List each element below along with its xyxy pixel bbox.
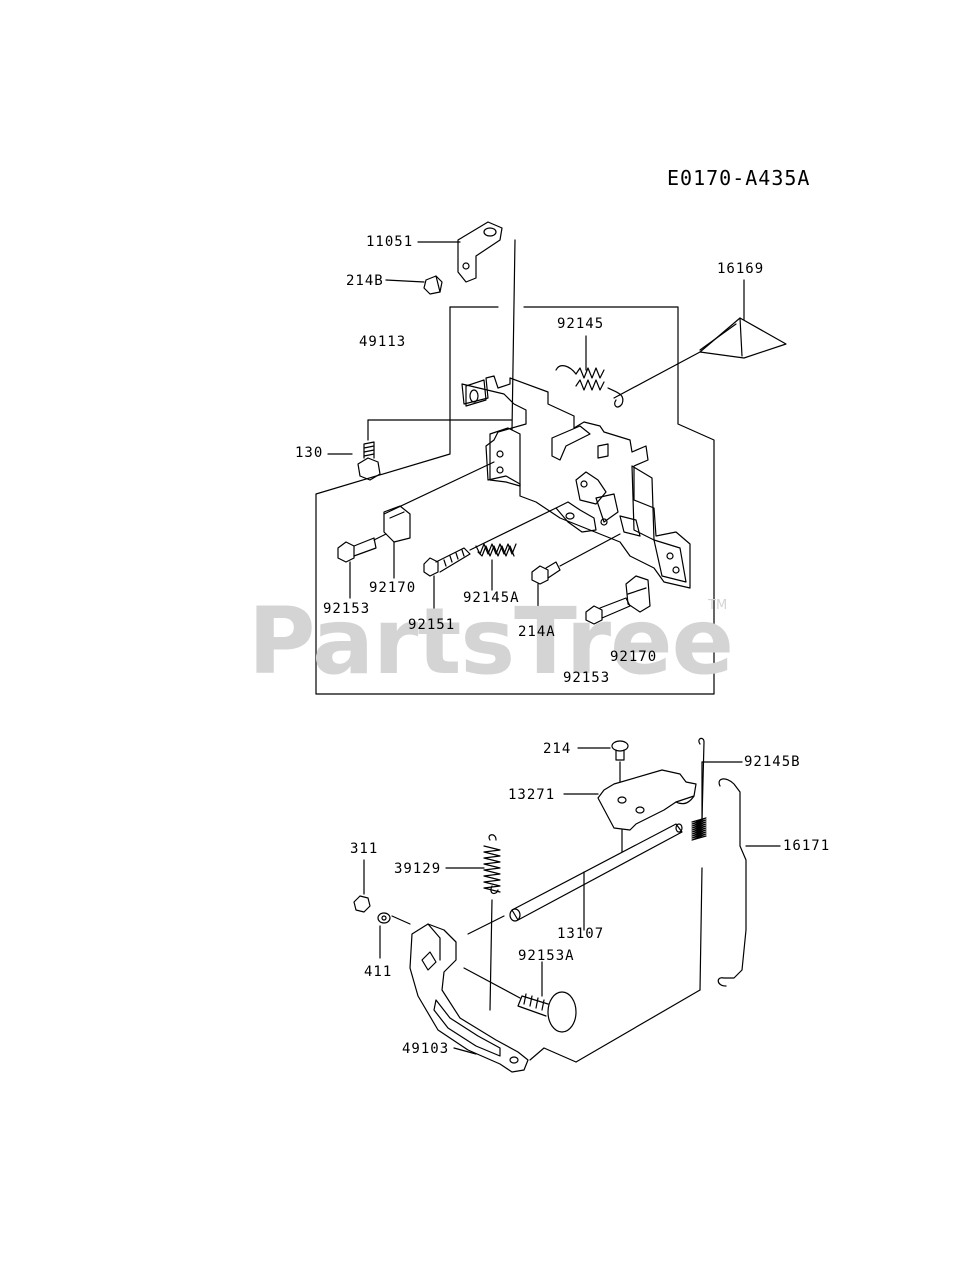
bracket-92170-right — [625, 575, 651, 613]
bolt-92153-left — [337, 533, 387, 599]
screw-214b — [385, 275, 443, 295]
bolt-92151 — [423, 507, 557, 615]
nut-311 — [353, 859, 371, 913]
part-label-13107[interactable]: 13107 — [557, 926, 605, 942]
bolt-92153a — [463, 961, 577, 1033]
part-label-39129[interactable]: 39129 — [394, 861, 442, 877]
part-label-214a[interactable]: 214A — [518, 624, 556, 640]
spring-39129 — [445, 834, 501, 1011]
lever-49103 — [409, 923, 701, 1073]
part-label-13271[interactable]: 13271 — [508, 787, 556, 803]
bolt-92153-right — [585, 597, 631, 625]
screw-214a — [531, 533, 621, 623]
part-label-214[interactable]: 214 — [543, 741, 572, 757]
part-label-49113[interactable]: 49113 — [359, 334, 407, 350]
part-label-92170-left[interactable]: 92170 — [369, 580, 417, 596]
part-label-92145a[interactable]: 92145A — [463, 590, 520, 606]
bolt-130 — [327, 419, 513, 481]
part-label-11051[interactable]: 11051 — [366, 234, 414, 250]
washer-411 — [377, 912, 411, 959]
diagram-code: E0170-A435A — [667, 166, 811, 190]
rod-16169 — [613, 279, 787, 399]
watermark-text: PartsTree — [248, 588, 734, 695]
plate-13271 — [563, 769, 697, 853]
part-label-92153a[interactable]: 92153A — [518, 948, 575, 964]
watermark-trademark: TM — [708, 598, 728, 613]
spring-92145b — [691, 737, 743, 991]
part-label-16169[interactable]: 16169 — [717, 261, 765, 277]
bracket-11051 — [417, 221, 516, 431]
part-label-311[interactable]: 311 — [350, 841, 379, 857]
part-label-92170-right[interactable]: 92170 — [610, 649, 658, 665]
control-plate — [461, 375, 691, 589]
spring-92145 — [555, 335, 624, 408]
bracket-92170-left — [383, 461, 495, 579]
part-label-49103[interactable]: 49103 — [402, 1041, 450, 1057]
part-label-411[interactable]: 411 — [364, 964, 393, 980]
part-label-92153-left[interactable]: 92153 — [323, 601, 371, 617]
part-label-214b[interactable]: 214B — [346, 273, 384, 289]
part-label-130[interactable]: 130 — [295, 445, 324, 461]
screw-214 — [577, 740, 629, 783]
assembly-outline-49113 — [315, 306, 715, 695]
spring-92145a — [475, 543, 517, 591]
part-label-16171[interactable]: 16171 — [783, 838, 831, 854]
part-label-92145b[interactable]: 92145B — [744, 754, 801, 770]
part-label-92145[interactable]: 92145 — [557, 316, 605, 332]
shaft-13107 — [467, 823, 683, 935]
part-label-92151[interactable]: 92151 — [408, 617, 456, 633]
rod-16171 — [717, 778, 781, 987]
part-label-92153-right[interactable]: 92153 — [563, 670, 611, 686]
